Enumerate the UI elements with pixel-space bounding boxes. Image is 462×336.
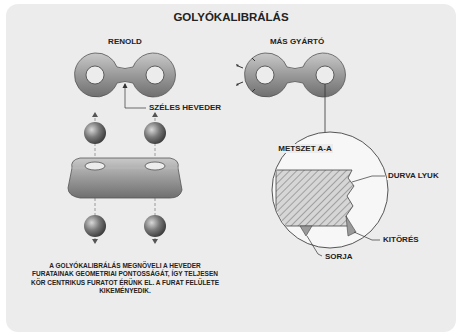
figure-heading: RENOLD xyxy=(107,37,143,46)
section-label: METSZET A-A xyxy=(277,144,332,153)
diagram-title: GOLYÓKALIBRÁLÁS xyxy=(173,11,288,24)
part-label: KITÖRÉS xyxy=(382,235,420,244)
part-label: SORJA xyxy=(324,252,354,261)
caption-note: A GOLYÓKALIBRÁLÁS MEGNÖVELI A HEVEDER FU… xyxy=(31,262,219,296)
figure-heading: MÁS GYÁRTÓ xyxy=(269,37,325,46)
part-label: DURVA LYUK xyxy=(387,171,440,180)
part-label: SZÉLES HEVEDER xyxy=(148,103,222,112)
